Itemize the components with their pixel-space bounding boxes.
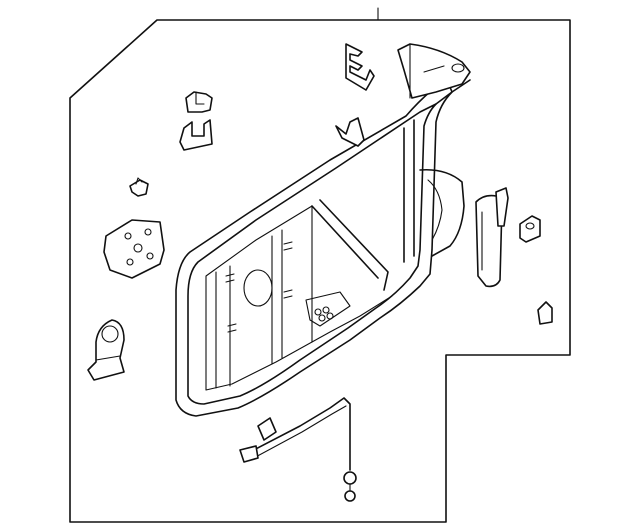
bracket-upper [185, 91, 213, 113]
mirror-frame [175, 79, 471, 417]
actuator-cable [239, 397, 357, 502]
push-pin [129, 177, 149, 197]
mount-clip [345, 43, 375, 91]
bracket-lower [179, 119, 213, 151]
pivot-cap [397, 43, 471, 99]
hinge-bar [475, 187, 509, 288]
clip-small [519, 215, 541, 243]
mount-plate [103, 219, 165, 279]
cap-nut [537, 301, 553, 325]
diagram-border [69, 19, 571, 523]
retainer-clip [335, 117, 365, 147]
motor-housing [87, 319, 125, 381]
